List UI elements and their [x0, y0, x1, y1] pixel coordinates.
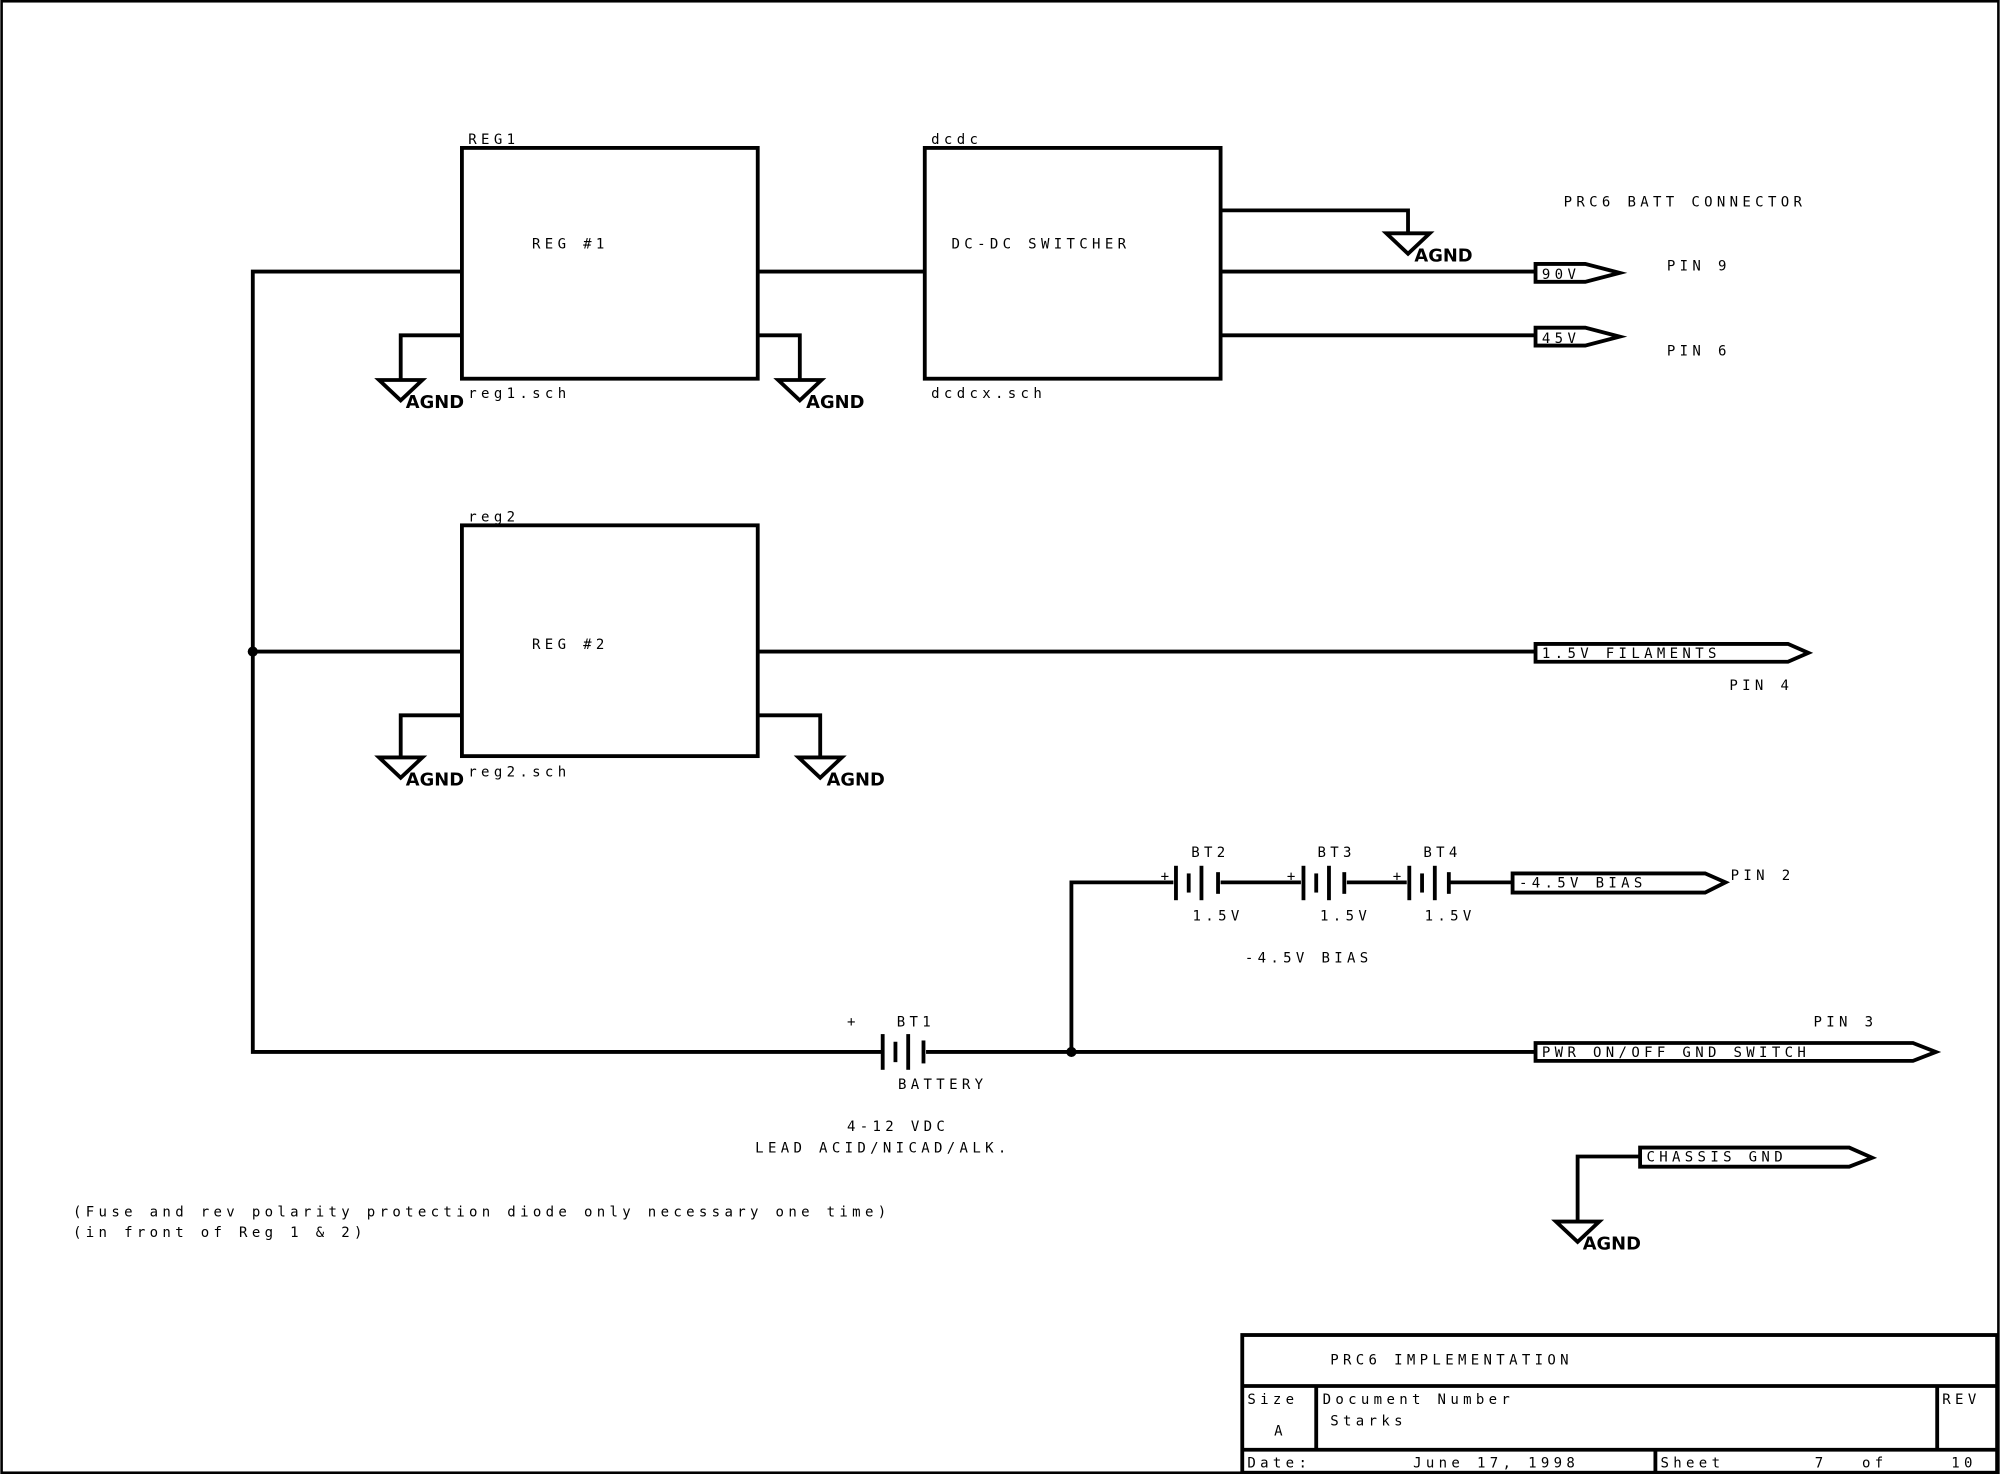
- reg2-ref: reg2: [468, 510, 519, 526]
- agnd-ground-icon: AGND: [793, 755, 885, 790]
- svg-text:AGND: AGND: [806, 392, 864, 413]
- of-label: of: [1862, 1456, 1888, 1472]
- svg-text:CHASSIS GND: CHASSIS GND: [1646, 1150, 1787, 1166]
- port-bias[interactable]: -4.5V BIAS: [1510, 871, 1731, 895]
- title-block: PRC6 IMPLEMENTATION Size A Document Numb…: [1240, 1333, 2000, 1474]
- date-label: Date:: [1247, 1456, 1311, 1472]
- svg-text:BT4: BT4: [1423, 845, 1461, 861]
- agnd-ground-icon: AGND: [374, 378, 464, 413]
- reg2-block[interactable]: reg2 REG #2 reg2.sch: [460, 510, 760, 781]
- svg-text:BATTERY: BATTERY: [898, 1077, 987, 1093]
- svg-text:BT1: BT1: [897, 1014, 935, 1030]
- svg-text:+: +: [1393, 869, 1406, 885]
- battery-voltage: 4-12 VDC: [847, 1119, 949, 1135]
- date-value: June 17, 1998: [1413, 1456, 1579, 1472]
- svg-text:AGND: AGND: [827, 769, 885, 790]
- svg-text:AGND: AGND: [1583, 1234, 1641, 1255]
- svg-text:+: +: [1287, 869, 1300, 885]
- svg-text:1.5V FILAMENTS: 1.5V FILAMENTS: [1542, 646, 1721, 662]
- docnum-value: Starks: [1330, 1414, 1407, 1430]
- svg-text:1.5V: 1.5V: [1320, 909, 1371, 925]
- reg1-title: REG #1: [532, 237, 609, 253]
- svg-text:1.5V: 1.5V: [1425, 909, 1476, 925]
- pin-label: PIN 9: [1667, 258, 1731, 274]
- bias-label: -4.5V BIAS: [1245, 951, 1373, 967]
- rev-label: REV: [1942, 1392, 1980, 1408]
- battery-bt4-icon[interactable]: + BT4 1.5V: [1393, 845, 1476, 925]
- reg2-title: REG #2: [532, 637, 609, 653]
- port-pwr-switch[interactable]: PWR ON/OFF GND SWITCH: [1533, 1041, 1942, 1063]
- reg1-block[interactable]: REG1 REG #1 reg1.sch: [460, 132, 760, 402]
- svg-text:PWR ON/OFF GND SWITCH: PWR ON/OFF GND SWITCH: [1542, 1045, 1810, 1061]
- dcdc-file: dcdcx.sch: [931, 386, 1046, 402]
- svg-text:BT2: BT2: [1191, 845, 1229, 861]
- dcdc-title: DC-DC SWITCHER: [952, 237, 1131, 253]
- reg1-file: reg1.sch: [468, 386, 570, 402]
- sheet-count: 10: [1951, 1456, 1977, 1472]
- pin-label: PIN 6: [1667, 344, 1731, 360]
- agnd-ground-icon: AGND: [1551, 1219, 1641, 1255]
- dcdc-ref: dcdc: [931, 132, 982, 148]
- dcdc-block[interactable]: dcdc DC-DC SWITCHER dcdcx.sch: [922, 132, 1223, 402]
- svg-text:+: +: [847, 1014, 860, 1030]
- svg-text:-4.5V BIAS: -4.5V BIAS: [1519, 875, 1647, 891]
- junction-dot: [1066, 1046, 1077, 1058]
- battery-bt2-icon[interactable]: + BT2 1.5V: [1161, 845, 1244, 925]
- port-filaments[interactable]: 1.5V FILAMENTS: [1533, 642, 1814, 664]
- sheet-number: 7: [1815, 1456, 1828, 1472]
- port-45v[interactable]: 45V: [1533, 325, 1628, 348]
- note-line: (Fuse and rev polarity protection diode …: [73, 1204, 891, 1220]
- connector-title: PRC6 BATT CONNECTOR: [1564, 195, 1807, 211]
- note-line: (in front of Reg 1 & 2): [73, 1225, 367, 1241]
- svg-text:+: +: [1161, 869, 1174, 885]
- svg-text:1.5V: 1.5V: [1193, 909, 1244, 925]
- svg-text:AGND: AGND: [1414, 245, 1472, 266]
- port-chassis-gnd[interactable]: CHASSIS GND: [1638, 1145, 1878, 1169]
- pin-label: PIN 4: [1729, 678, 1793, 694]
- svg-text:90V: 90V: [1542, 267, 1580, 283]
- pin-label: PIN 2: [1731, 868, 1795, 884]
- agnd-ground-icon: AGND: [773, 378, 864, 413]
- svg-text:45V: 45V: [1542, 331, 1580, 347]
- port-90v[interactable]: 90V: [1533, 262, 1628, 284]
- svg-text:BT3: BT3: [1317, 845, 1355, 861]
- size-label: Size: [1247, 1392, 1298, 1408]
- battery-bt1-icon[interactable]: + BT1 BATTERY: [847, 1014, 987, 1092]
- reg2-file: reg2.sch: [468, 765, 570, 781]
- reg1-ref: REG1: [468, 132, 519, 148]
- sheet-label: Sheet: [1660, 1456, 1724, 1472]
- agnd-ground-icon: AGND: [374, 755, 464, 790]
- junction-dot: [247, 646, 258, 657]
- svg-text:AGND: AGND: [406, 392, 464, 413]
- docnum-label: Document Number: [1323, 1392, 1515, 1408]
- battery-bt3-icon[interactable]: + BT3 1.5V: [1287, 845, 1371, 925]
- size-value: A: [1274, 1424, 1287, 1440]
- pin-label: PIN 3: [1814, 1014, 1878, 1030]
- svg-text:AGND: AGND: [406, 769, 464, 790]
- agnd-ground-icon: AGND: [1381, 231, 1473, 266]
- sheet-title: PRC6 IMPLEMENTATION: [1330, 1352, 1573, 1368]
- wires: [247, 208, 1641, 1222]
- battery-chemistry: LEAD ACID/NICAD/ALK.: [755, 1141, 1010, 1157]
